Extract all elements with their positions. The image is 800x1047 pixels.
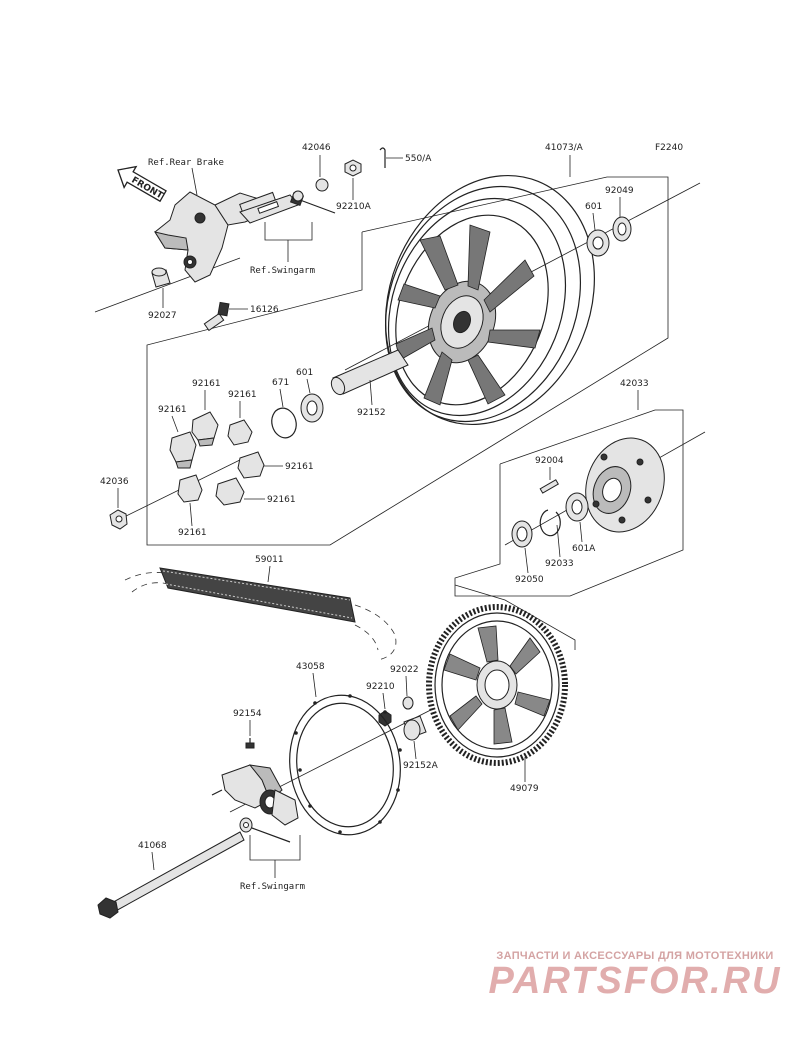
part-92152a-collar [403,715,427,741]
label-671: 671 [272,378,289,388]
watermark-tagline: ЗАПЧАСТИ И АКСЕССУАРЫ ДЛЯ МОТОТЕХНИКИ [496,950,774,962]
watermark: ЗАПЧАСТИ И АКСЕССУАРЫ ДЛЯ МОТОТЕХНИКИ PA… [480,950,790,1003]
wheel-frame [146,176,669,546]
ref-swingarm-top: Ref.Swingarm [250,266,315,276]
adjuster-bolt-lower [239,817,291,843]
sprocket-hub [585,437,665,533]
ref-swingarm-bottom: Ref.Swingarm [240,882,305,892]
label-41068: 41068 [138,841,167,851]
label-92161-e: 92161 [267,495,296,505]
label-49079: 49079 [510,784,539,794]
part-92027-spacer [151,267,171,288]
label-59011: 59011 [255,555,284,565]
part-671-o-ring [271,407,297,439]
brake-bracket [153,191,276,283]
part-42046-washer [315,178,329,192]
drive-belt [124,567,397,661]
label-92161-f: 92161 [178,528,207,538]
damper-rubbers [169,411,265,506]
figure-code: F2240 [655,143,683,153]
axle-holder [211,764,299,826]
part-92152-collar [330,349,409,396]
hub-frame [454,409,684,597]
belt-sprocket-frame [454,584,576,650]
watermark-logo: PARTSFOR.RU [488,960,782,1002]
part-43058-belt-guard [289,694,402,836]
label-601-upper: 601 [585,202,602,212]
part-92033-circlip [539,509,561,537]
part-92154-bolt [245,738,255,749]
label-601-left: 601 [296,368,313,378]
rear-sprocket [426,604,568,766]
label-92027: 92027 [148,311,177,321]
ref-rear-brake: Ref.Rear Brake [148,158,224,168]
label-16126: 16126 [250,305,279,315]
label-41073a: 41073/A [545,143,584,153]
part-550a-cotter-pin [379,147,386,168]
label-42046: 42046 [302,143,331,153]
label-601a: 601A [572,544,596,554]
label-92210: 92210 [366,682,395,692]
label-42036: 42036 [100,477,129,487]
label-92004: 92004 [535,456,564,466]
label-92022: 92022 [390,665,419,675]
part-92049-seal [612,216,632,242]
part-41068-axle [97,831,245,919]
label-550a: 550/A [405,154,432,164]
label-92049: 92049 [605,186,634,196]
axis-line-upper [94,257,241,313]
label-92033: 92033 [545,559,574,569]
label-42033: 42033 [620,379,649,389]
label-92161-c: 92161 [158,405,187,415]
part-601-bearing-left [300,393,324,423]
part-16126-valve [203,301,230,332]
label-92154: 92154 [233,709,262,719]
label-92152: 92152 [357,408,386,418]
part-92022-washer [402,696,414,710]
label-92210a: 92210A [336,202,372,212]
label-43058: 43058 [296,662,325,672]
label-92161-b: 92161 [228,390,257,400]
part-92004-stud [539,479,559,494]
rear-wheel [384,174,595,426]
part-92050-seal [511,520,533,548]
label-92161-d: 92161 [285,462,314,472]
part-601-bearing-upper [586,229,610,257]
label-92050: 92050 [515,575,544,585]
part-601a-bearing [565,492,589,522]
label-92152a: 92152A [403,761,439,771]
label-92161-a: 92161 [192,379,221,389]
